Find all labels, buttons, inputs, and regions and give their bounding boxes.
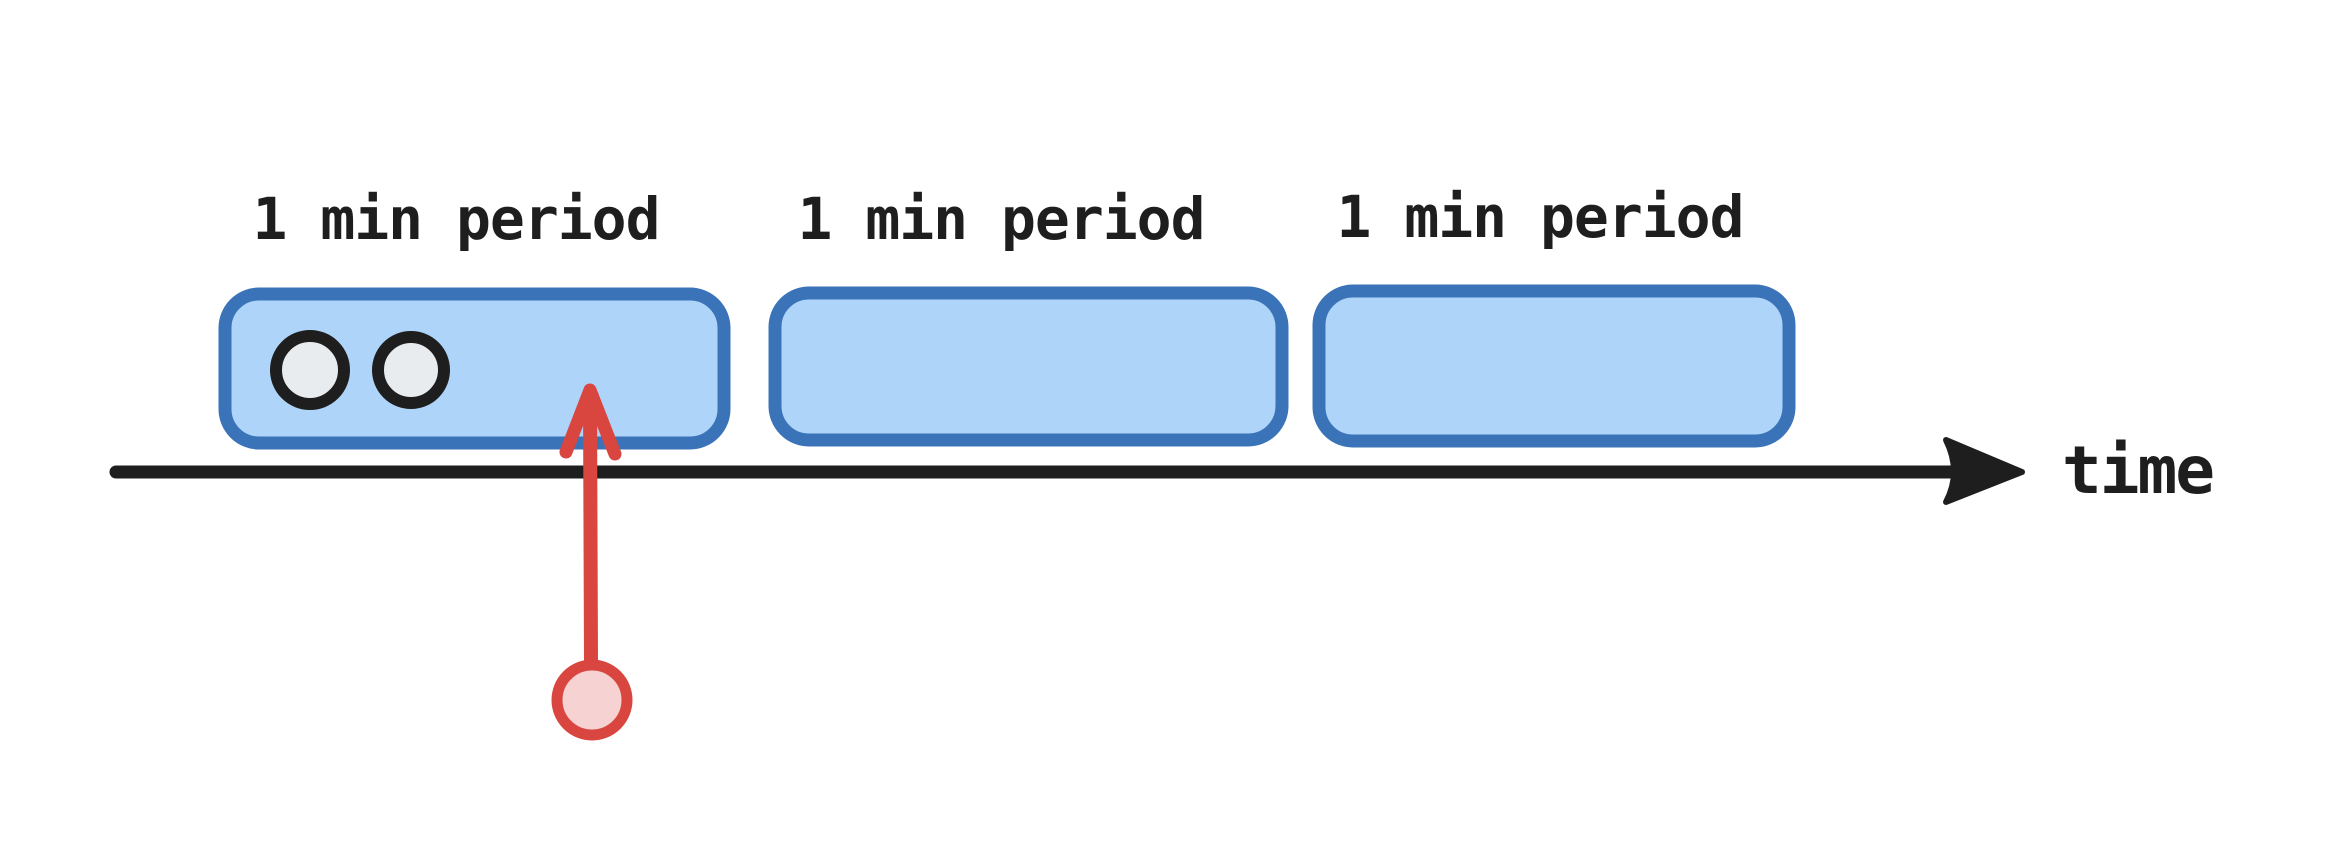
period-label-2: 1 min period [797, 185, 1205, 253]
pointer-arrow-line [583, 389, 598, 669]
pointer-arrowhead-icon [559, 383, 622, 461]
event-dot-2 [372, 331, 450, 409]
pointer-origin-dot [551, 659, 633, 741]
period-box-3 [1312, 284, 1796, 448]
period-label-3: 1 min period [1336, 183, 1744, 251]
time-axis-label: time [2062, 432, 2215, 509]
time-axis-arrowhead-icon [1943, 437, 2025, 505]
event-dot-1 [270, 330, 350, 410]
period-box-2 [768, 286, 1289, 447]
period-label-1: 1 min period [252, 185, 660, 253]
